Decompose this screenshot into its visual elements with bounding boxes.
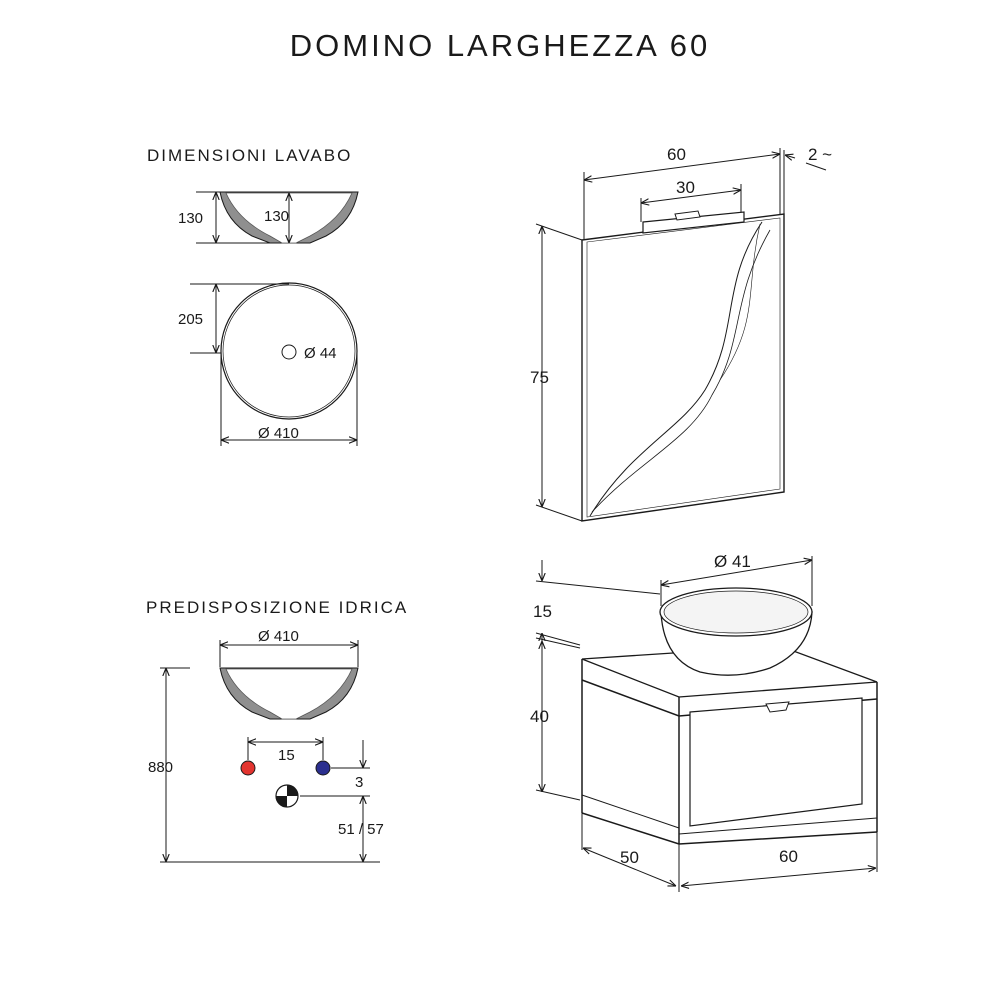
- cabinet-drawing: Ø 41 15 40 50 60: [530, 552, 878, 892]
- hot-water-tap: [240, 760, 256, 776]
- mirror-depth-label: 2 ~: [808, 145, 832, 164]
- section-basin-dimensions: DIMENSIONI LAVABO: [147, 146, 353, 165]
- drain-hole: [281, 344, 297, 360]
- cabinet-basin-diameter-label: Ø 41: [714, 552, 751, 571]
- basin-inner-height-label: 130: [264, 208, 289, 225]
- drain-diameter-label: Ø 44: [304, 345, 337, 362]
- tap-spacing-label: 15: [278, 747, 295, 764]
- basin-top-view: Ø 44 205 Ø 410: [178, 282, 358, 446]
- basin-side-view: 130 130: [178, 191, 359, 244]
- cabinet-width-label: 60: [779, 847, 798, 866]
- plumbing-total-height-label: 880: [148, 759, 173, 776]
- mirror-lamp: [642, 211, 745, 234]
- plumbing-basin-diameter-label: Ø 410: [258, 628, 299, 645]
- page-title: DOMINO LARGHEZZA 60: [289, 28, 711, 63]
- cold-water-tap: [315, 760, 331, 776]
- basin-radius-label: 205: [178, 311, 203, 328]
- cabinet-height-label: 40: [530, 707, 549, 726]
- plumbing-drawing: Ø 410 15 3 51 / 57 880: [148, 628, 384, 863]
- basin-diameter-label: Ø 410: [258, 425, 299, 442]
- mirror-width-label: 60: [667, 145, 686, 164]
- cabinet-depth-label: 50: [620, 848, 639, 867]
- cabinet-drawer: [689, 697, 863, 827]
- cabinet-top-height-label: 15: [533, 602, 552, 621]
- mirror-height-label: 75: [530, 368, 549, 387]
- drain-symbol: [275, 784, 299, 808]
- section-water-setup: PREDISPOSIZIONE IDRICA: [146, 598, 409, 617]
- mirror-lamp-width-label: 30: [676, 178, 695, 197]
- mirror-drawing: 60 30 2 ~ 75: [530, 145, 832, 522]
- basin-outer-height-label: 130: [178, 210, 203, 227]
- drain-height-label: 51 / 57: [338, 821, 384, 838]
- plumbing-offset-label: 3: [355, 774, 363, 791]
